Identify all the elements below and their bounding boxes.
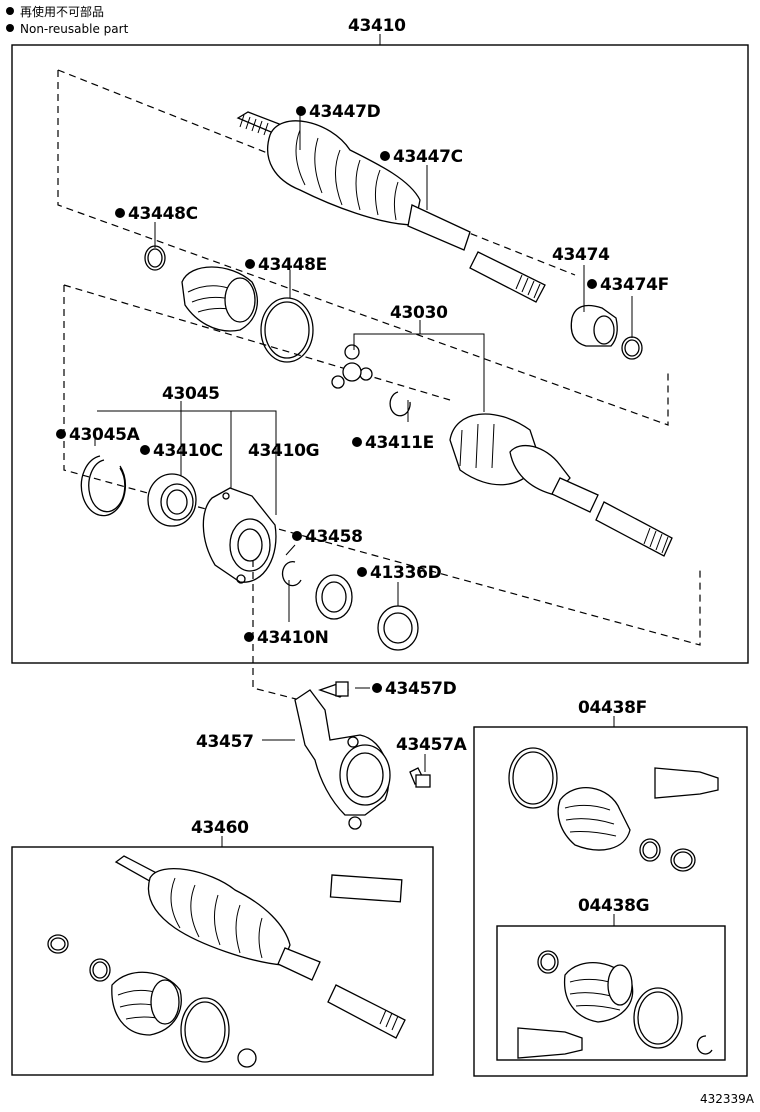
label-43045A[interactable]: 43045A: [69, 425, 141, 445]
label-43448C[interactable]: 43448C: [128, 204, 198, 224]
label-43411E[interactable]: 43411E: [365, 433, 434, 453]
label-43045[interactable]: 43045: [162, 384, 220, 404]
non-reusable-bullet-icon: [56, 429, 66, 439]
dashed-frame-outer: [57, 70, 669, 426]
boot-kit-box-04438G: [496, 925, 726, 1061]
label-43410G[interactable]: 43410G: [248, 441, 320, 461]
non-reusable-bullet-icon: [380, 151, 390, 161]
non-reusable-bullet-icon: [587, 279, 597, 289]
shaft-43460-drawing: [47, 855, 406, 1068]
label-41336D[interactable]: 41336D: [370, 563, 442, 583]
legend-item-english: Non-reusable part: [6, 21, 128, 38]
outer-joint-shaft-drawing: [236, 111, 546, 303]
non-reusable-bullet-icon: [296, 106, 306, 116]
label-43410C[interactable]: 43410C: [153, 441, 223, 461]
label-04438G[interactable]: 04438G: [578, 896, 650, 916]
boot-kit-box-04438F: [473, 726, 748, 1077]
label-43030[interactable]: 43030: [390, 303, 448, 323]
bullet-icon: [6, 7, 14, 15]
non-reusable-bullet-icon: [292, 531, 302, 541]
label-43460[interactable]: 43460: [191, 818, 249, 838]
legend-text-english: Non-reusable part: [20, 22, 129, 36]
label-43457[interactable]: 43457: [196, 732, 254, 752]
non-reusable-bullet-icon: [352, 437, 362, 447]
illustration-reference-number: 432339A: [700, 1092, 755, 1106]
non-reusable-bullet-icon: [357, 567, 367, 577]
steering-knuckle-drawing: [294, 681, 431, 830]
legend-text-japanese: 再使用不可部品: [20, 5, 105, 19]
non-reusable-bullet-icon: [140, 445, 150, 455]
boot-kit-04438G-drawing: [517, 950, 713, 1059]
label-43457D[interactable]: 43457D: [385, 679, 457, 699]
leader-lines: [94, 112, 633, 701]
label-43410N[interactable]: 43410N: [257, 628, 329, 648]
label-43474F[interactable]: 43474F: [600, 275, 669, 295]
damper-43474-drawing: [570, 304, 643, 360]
hub-bearing-drawing: [80, 455, 419, 651]
non-reusable-bullet-icon: [245, 259, 255, 269]
label-43448E[interactable]: 43448E: [258, 255, 327, 275]
bullet-icon: [6, 24, 14, 32]
legend: 再使用不可部品 Non-reusable part: [6, 4, 128, 38]
non-reusable-bullet-icon: [115, 208, 125, 218]
label-43410[interactable]: 43410: [348, 16, 406, 36]
label-43474[interactable]: 43474: [552, 245, 610, 265]
non-reusable-bullet-icon: [372, 683, 382, 693]
non-reusable-bullet-icon: [244, 632, 254, 642]
boot-kit-04438F-drawing: [508, 747, 719, 872]
tripod-43030-drawing: [331, 344, 411, 417]
inner-joint-shaft-drawing: [449, 413, 673, 557]
label-43447D[interactable]: 43447D: [309, 102, 381, 122]
label-43447C[interactable]: 43447C: [393, 147, 463, 167]
label-04438F[interactable]: 04438F: [578, 698, 647, 718]
label-43458[interactable]: 43458: [305, 527, 363, 547]
legend-item-japanese: 再使用不可部品: [6, 4, 128, 21]
label-43457A[interactable]: 43457A: [396, 735, 468, 755]
clamp-boot-band-drawing: [144, 245, 314, 363]
